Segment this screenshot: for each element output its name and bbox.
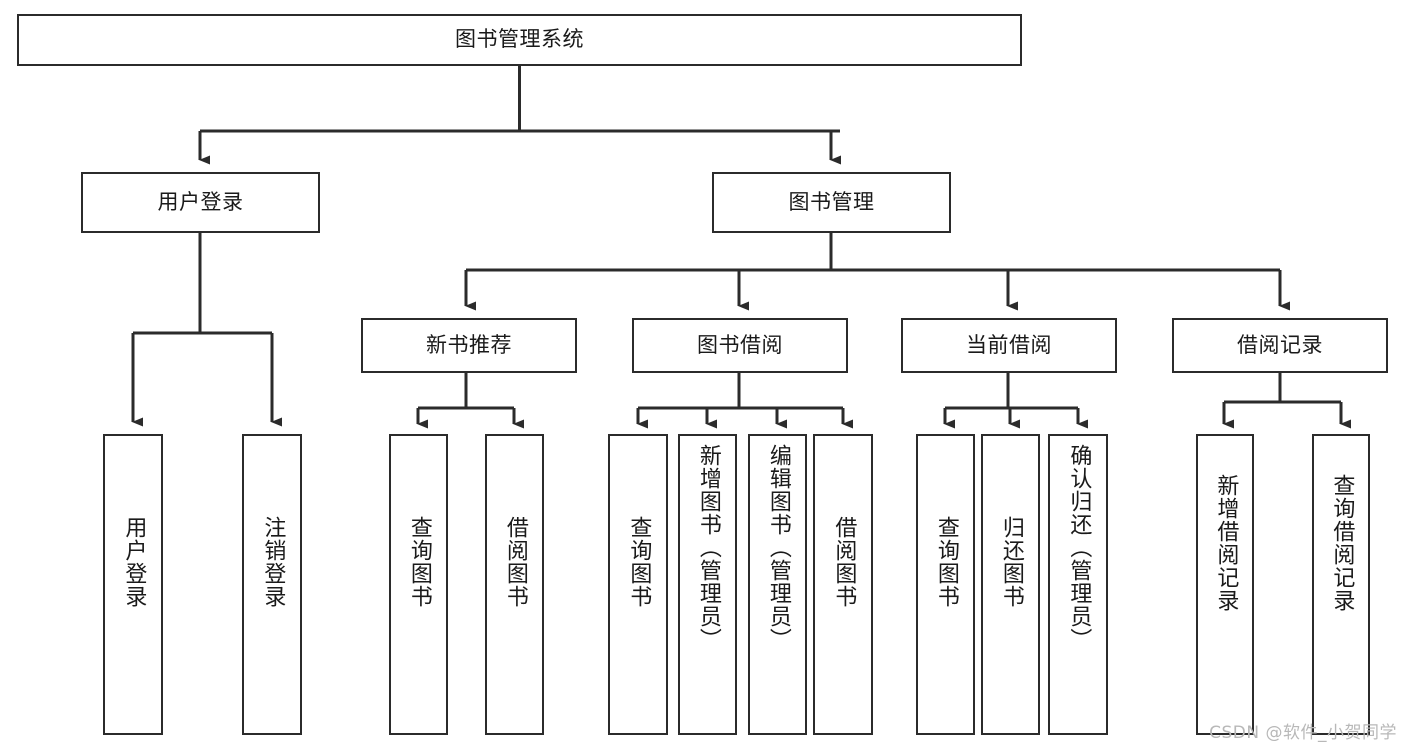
leaf-borrow-record-add-label: 新增借阅记录: [1213, 474, 1239, 612]
leaf-book-borrow-add-label: 新增图书（管理员）: [695, 444, 721, 651]
node-borrow-record[interactable]: 借阅记录: [1172, 318, 1388, 373]
leaf-new-book-query-label: 查询图书: [406, 516, 432, 608]
leaf-book-borrow-query-label: 查询图书: [626, 516, 652, 608]
leaf-user-login-logout[interactable]: 注销登录: [242, 434, 302, 735]
leaf-current-borrow-query-label: 查询图书: [933, 516, 959, 608]
node-borrow-record-label: 借阅记录: [1237, 332, 1323, 357]
leaf-user-login-login[interactable]: 用户登录: [103, 434, 163, 735]
csdn-watermark: CSDN @软件_小贺同学: [1209, 723, 1397, 743]
leaf-user-login-logout-label: 注销登录: [260, 516, 286, 608]
leaf-current-borrow-query[interactable]: 查询图书: [916, 434, 975, 735]
leaf-user-login-login-label: 用户登录: [121, 516, 147, 608]
node-root[interactable]: 图书管理系统: [17, 14, 1022, 66]
node-book-borrow[interactable]: 图书借阅: [632, 318, 848, 373]
node-new-book-recommend-label: 新书推荐: [426, 332, 512, 357]
leaf-book-borrow-add[interactable]: 新增图书（管理员）: [678, 434, 737, 735]
leaf-book-borrow-borrow-label: 借阅图书: [831, 516, 857, 608]
leaf-new-book-borrow[interactable]: 借阅图书: [485, 434, 544, 735]
leaf-new-book-query[interactable]: 查询图书: [389, 434, 448, 735]
node-current-borrow[interactable]: 当前借阅: [901, 318, 1117, 373]
leaf-book-borrow-edit[interactable]: 编辑图书（管理员）: [748, 434, 807, 735]
leaf-current-borrow-return-label: 归还图书: [998, 516, 1024, 608]
leaf-current-borrow-confirm-return-label: 确认归还（管理员）: [1066, 444, 1092, 651]
leaf-book-borrow-borrow[interactable]: 借阅图书: [813, 434, 873, 735]
leaf-borrow-record-query[interactable]: 查询借阅记录: [1312, 434, 1370, 735]
node-root-label: 图书管理系统: [455, 27, 584, 52]
leaf-current-borrow-confirm-return[interactable]: 确认归还（管理员）: [1048, 434, 1108, 735]
leaf-new-book-borrow-label: 借阅图书: [502, 516, 528, 608]
leaf-borrow-record-query-label: 查询借阅记录: [1329, 474, 1355, 612]
node-user-login-label: 用户登录: [157, 189, 244, 214]
node-user-login[interactable]: 用户登录: [81, 172, 320, 233]
leaf-book-borrow-edit-label: 编辑图书（管理员）: [765, 444, 791, 651]
node-book-borrow-label: 图书借阅: [697, 332, 783, 357]
node-current-borrow-label: 当前借阅: [966, 332, 1052, 357]
leaf-current-borrow-return[interactable]: 归还图书: [981, 434, 1040, 735]
leaf-book-borrow-query[interactable]: 查询图书: [608, 434, 668, 735]
leaf-borrow-record-add[interactable]: 新增借阅记录: [1196, 434, 1254, 735]
node-book-management[interactable]: 图书管理: [712, 172, 951, 233]
node-book-management-label: 图书管理: [788, 189, 875, 214]
node-new-book-recommend[interactable]: 新书推荐: [361, 318, 577, 373]
